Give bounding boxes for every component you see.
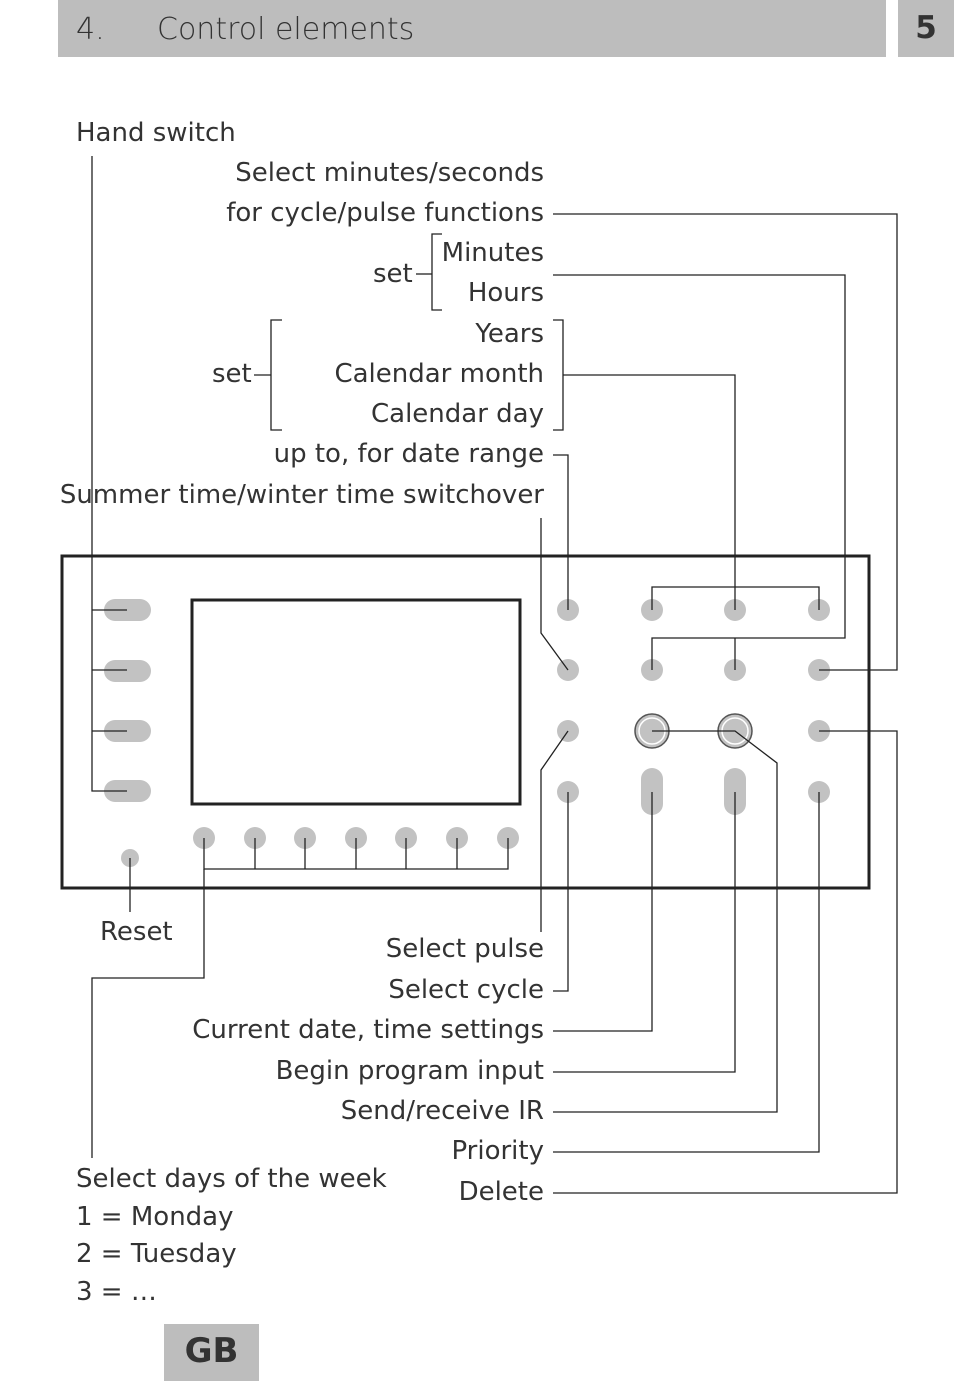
hand-switch-button-1 — [104, 599, 151, 621]
display-screen — [190, 598, 522, 806]
minutes-label: Minutes — [441, 238, 544, 268]
send-receive-ir-label: Send/receive IR — [340, 1096, 544, 1126]
years-label: Years — [475, 319, 544, 349]
page-number-box — [898, 0, 954, 57]
hand-switch-button-2 — [104, 660, 151, 682]
day-2-label: 2 = Tuesday — [76, 1239, 237, 1269]
hours-label: Hours — [467, 278, 544, 308]
section-title: Control elements — [157, 12, 415, 47]
device-outline — [60, 554, 871, 890]
language-code: GB — [184, 1331, 239, 1371]
date-range-label: up to, for date range — [273, 439, 544, 469]
day-3-label: 3 = … — [76, 1277, 157, 1307]
summer-winter-label: Summer time/winter time switchover — [59, 480, 544, 510]
hand-switch-label: Hand switch — [76, 118, 236, 148]
header-bar — [58, 0, 886, 57]
hand-switch-button-4 — [104, 780, 151, 802]
section-number: 4. — [76, 12, 105, 47]
set-time-label: set — [373, 259, 413, 289]
select-days-label: Select days of the week — [76, 1164, 387, 1194]
reset-label: Reset — [100, 917, 173, 947]
set-date-label: set — [212, 359, 252, 389]
day-1-label: 1 = Monday — [76, 1202, 234, 1232]
priority-label: Priority — [451, 1136, 544, 1166]
date-time-settings-button — [641, 768, 663, 815]
calendar-day-label: Calendar day — [371, 399, 544, 429]
page-number: 5 — [915, 10, 937, 46]
language-box — [164, 1324, 259, 1381]
select-min-sec-label-2: for cycle/pulse functions — [226, 198, 544, 228]
begin-program-button — [724, 768, 746, 815]
delete-label: Delete — [458, 1177, 544, 1207]
select-min-sec-label-1: Select minutes/seconds — [235, 158, 544, 188]
calendar-month-label: Calendar month — [334, 359, 544, 389]
hand-switch-button-3 — [104, 720, 151, 742]
begin-program-label: Begin program input — [275, 1056, 544, 1086]
select-pulse-label: Select pulse — [385, 934, 544, 964]
current-date-time-label: Current date, time settings — [192, 1015, 544, 1045]
select-cycle-label: Select cycle — [388, 975, 544, 1005]
